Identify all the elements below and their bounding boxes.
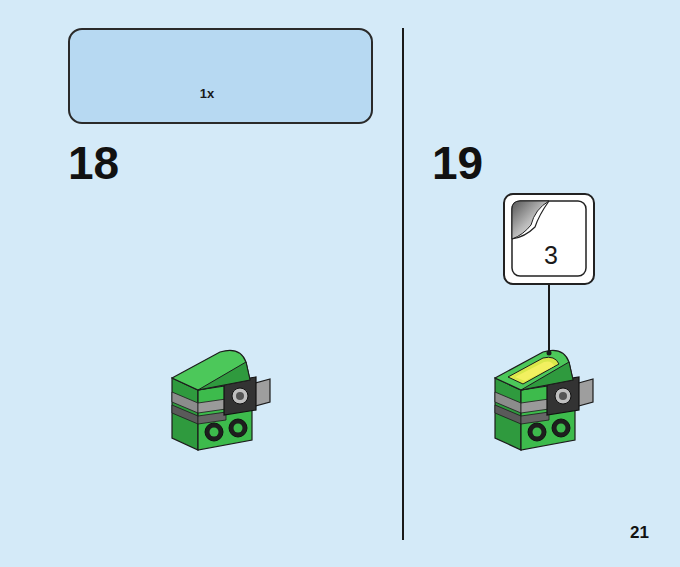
- step-number: 18: [68, 136, 119, 190]
- model-step-19: [495, 350, 593, 450]
- step-number: 19: [432, 136, 483, 190]
- step-divider: [402, 28, 404, 540]
- part-quantity: 1x: [200, 86, 214, 101]
- sticker-icon: [505, 195, 593, 283]
- sticker-callout: 3: [503, 193, 595, 285]
- page-number: 21: [630, 523, 649, 543]
- callout-leader: [548, 285, 550, 352]
- sticker-sheet-number: 3: [544, 241, 558, 270]
- parts-list-box: 1x: [68, 28, 373, 124]
- model-step-18: [172, 350, 270, 450]
- leader-dot: [547, 351, 552, 356]
